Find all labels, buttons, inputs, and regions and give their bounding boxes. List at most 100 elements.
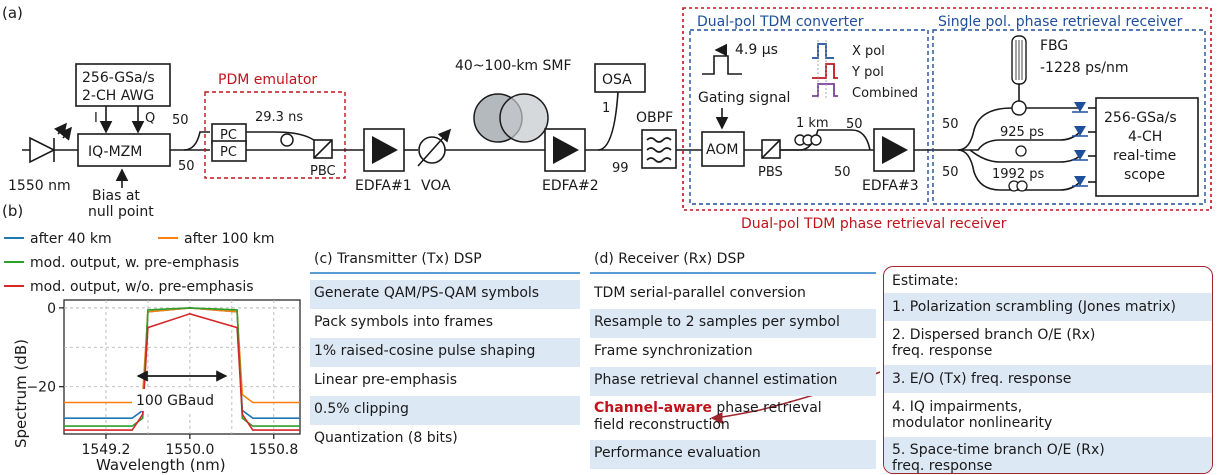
edfa3-label: EDFA#3 bbox=[862, 178, 919, 194]
split-top-label: 50 bbox=[172, 113, 189, 128]
estimate-item-text: modulator nonlinearity bbox=[892, 415, 1053, 431]
tx-step: Pack symbols into frames bbox=[314, 314, 494, 330]
scope-line1: 256-GSa/s bbox=[1104, 110, 1177, 126]
chart-annotation: 100 GBaud bbox=[136, 393, 214, 409]
gating-waveform-icon bbox=[702, 55, 742, 75]
x-tick-label: 1550.0 bbox=[165, 442, 214, 458]
bias-line2: null point bbox=[88, 204, 154, 220]
delay-coil-icon bbox=[280, 133, 294, 147]
delay-1992-label: 1992 ps bbox=[992, 167, 1044, 182]
estimate-item-text: 1. Polarization scrambling (Jones matrix… bbox=[892, 299, 1176, 315]
estimate-item-text: 5. Space-time branch O/E (Rx) bbox=[892, 442, 1105, 458]
osa-label: OSA bbox=[602, 72, 632, 88]
tx-step: Generate QAM/PS-QAM symbols bbox=[310, 280, 580, 309]
rx-reconstruction-rest: phase retrieval bbox=[711, 400, 822, 416]
rx-reconstruction-step: Channel-aware phase retrieval field reco… bbox=[590, 396, 876, 440]
spectrum-legend: after 40 km after 100 km mod. output, w.… bbox=[4, 231, 275, 295]
rx-step: TDM serial-parallel conversion bbox=[594, 285, 806, 301]
edfa2-label: EDFA#2 bbox=[542, 178, 599, 194]
scope-box bbox=[1095, 97, 1199, 197]
rx-step: Phase retrieval channel estimation bbox=[590, 367, 876, 396]
legend-without-pre: mod. output, w/o. pre-emphasis bbox=[30, 279, 254, 295]
laser-icon bbox=[22, 122, 78, 164]
estimate-item: 3. E/O (Tx) freq. response bbox=[884, 365, 1212, 393]
delay-925-coil-icon bbox=[1015, 145, 1027, 157]
delay-925-label: 925 ps bbox=[1000, 125, 1044, 140]
rx-reconstruction-line2: field reconstruction bbox=[594, 417, 730, 433]
aom-label: AOM bbox=[706, 142, 738, 158]
tx-step: 1% raised-cosine pulse shaping bbox=[310, 338, 580, 367]
estimate-item: 2. Dispersed branch O/E (Rx)freq. respon… bbox=[884, 321, 1212, 365]
x-tick-label: 1549.2 bbox=[81, 442, 130, 458]
tdm-receiver-box bbox=[682, 7, 1212, 211]
legend-combined: Combined bbox=[852, 86, 918, 101]
tx-dsp-title: (c) Transmitter (Tx) DSP bbox=[310, 248, 580, 274]
tdm-converter-box bbox=[689, 29, 929, 205]
coupler-1-label: 1 bbox=[602, 101, 610, 116]
legend-x-pol: X pol bbox=[852, 44, 885, 59]
pbc-label: PBC bbox=[310, 164, 336, 179]
aom-box bbox=[701, 131, 745, 167]
single-pol-receiver-label: Single pol. phase retrieval receiver bbox=[938, 14, 1183, 30]
pdm-emulator-box bbox=[204, 91, 346, 179]
estimate-item-text: 4. IQ impairments, bbox=[892, 399, 1023, 415]
scope-line2: 4-CH bbox=[1128, 129, 1162, 145]
rx-split-top-label: 50 bbox=[942, 117, 959, 132]
tx-step: Quantization (8 bits) bbox=[314, 430, 458, 446]
awg-line1: 256-GSa/s bbox=[82, 70, 155, 86]
bias-line1: Bias at bbox=[92, 188, 140, 204]
estimate-box: Estimate: 1. Polarization scrambling (Jo… bbox=[883, 266, 1213, 474]
fiber-label: 40~100-km SMF bbox=[455, 58, 572, 74]
tdm-converter-label: Dual-pol TDM converter bbox=[697, 14, 864, 30]
scope-line3: real-time bbox=[1113, 148, 1176, 164]
legend-after-100km: after 100 km bbox=[184, 231, 275, 247]
series-line bbox=[64, 312, 300, 431]
rx-step: Performance evaluation bbox=[590, 440, 876, 469]
y-tick-label: −20 bbox=[26, 380, 56, 396]
rx-dsp-title: (d) Receiver (Rx) DSP bbox=[590, 248, 876, 274]
scope-line4: scope bbox=[1124, 167, 1165, 183]
coupler-99-label: 99 bbox=[612, 161, 629, 176]
tx-dsp-panel: (c) Transmitter (Tx) DSP Generate QAM/PS… bbox=[310, 248, 580, 454]
estimate-item: 1. Polarization scrambling (Jones matrix… bbox=[884, 293, 1212, 321]
rx-step: Resample to 2 samples per symbol bbox=[590, 309, 876, 338]
estimate-title: Estimate: bbox=[892, 273, 959, 289]
amplifier-icon bbox=[372, 136, 398, 164]
x-tick-label: 1550.8 bbox=[249, 442, 298, 458]
spectrum-chart: 1549.2 1550.0 1550.8 0 −20 bbox=[26, 299, 301, 458]
laser-wavelength: 1550 nm bbox=[8, 178, 71, 194]
legend-y-pol: Y pol bbox=[851, 65, 884, 80]
rx-reconstruction-highlight: Channel-aware bbox=[594, 400, 712, 416]
estimate-item-text: freq. response bbox=[892, 458, 993, 474]
tdm-receiver-label: Dual-pol TDM phase retrieval receiver bbox=[741, 216, 1007, 232]
edfa1-label: EDFA#1 bbox=[355, 178, 412, 194]
pdm-emulator-label: PDM emulator bbox=[218, 72, 317, 88]
delay-1km-label: 1 km bbox=[796, 116, 829, 131]
pc-bottom bbox=[211, 140, 247, 162]
estimate-item: 5. Space-time branch O/E (Rx)freq. respo… bbox=[884, 437, 1212, 474]
panel-b-label: (b) bbox=[2, 202, 23, 220]
y-tick-label: 0 bbox=[47, 301, 56, 317]
gating-signal-label: Gating signal bbox=[698, 90, 790, 106]
osa-box bbox=[594, 63, 646, 93]
estimate-item-text: 2. Dispersed branch O/E (Rx) bbox=[892, 327, 1096, 343]
photodiode-icons bbox=[1072, 102, 1096, 187]
fiber-delay-coil-icon bbox=[794, 134, 822, 146]
estimate-item: 4. IQ impairments,modulator nonlinearity bbox=[884, 393, 1212, 437]
chart-xlabel: Wavelength (nm) bbox=[96, 456, 226, 474]
pbs-label: PBS bbox=[758, 165, 783, 180]
circulator-icon bbox=[1011, 100, 1027, 116]
panel-a-label: (a) bbox=[2, 4, 23, 22]
q-label: Q bbox=[145, 111, 155, 126]
split-50a-label: 50 bbox=[846, 117, 863, 132]
dispersion-label: -1228 ps/nm bbox=[1040, 60, 1129, 76]
rx-dsp-panel: (d) Receiver (Rx) DSP TDM serial-paralle… bbox=[590, 248, 876, 469]
tx-step: Linear pre-emphasis bbox=[314, 372, 458, 388]
estimate-item-text: 3. E/O (Tx) freq. response bbox=[892, 371, 1072, 387]
pc-bottom-label: PC bbox=[220, 145, 237, 160]
split-50b-label: 50 bbox=[834, 165, 851, 180]
split-bottom-label: 50 bbox=[178, 159, 195, 174]
awg-line2: 2-CH AWG bbox=[82, 88, 154, 104]
iq-mzm-label: IQ-MZM bbox=[88, 144, 142, 160]
